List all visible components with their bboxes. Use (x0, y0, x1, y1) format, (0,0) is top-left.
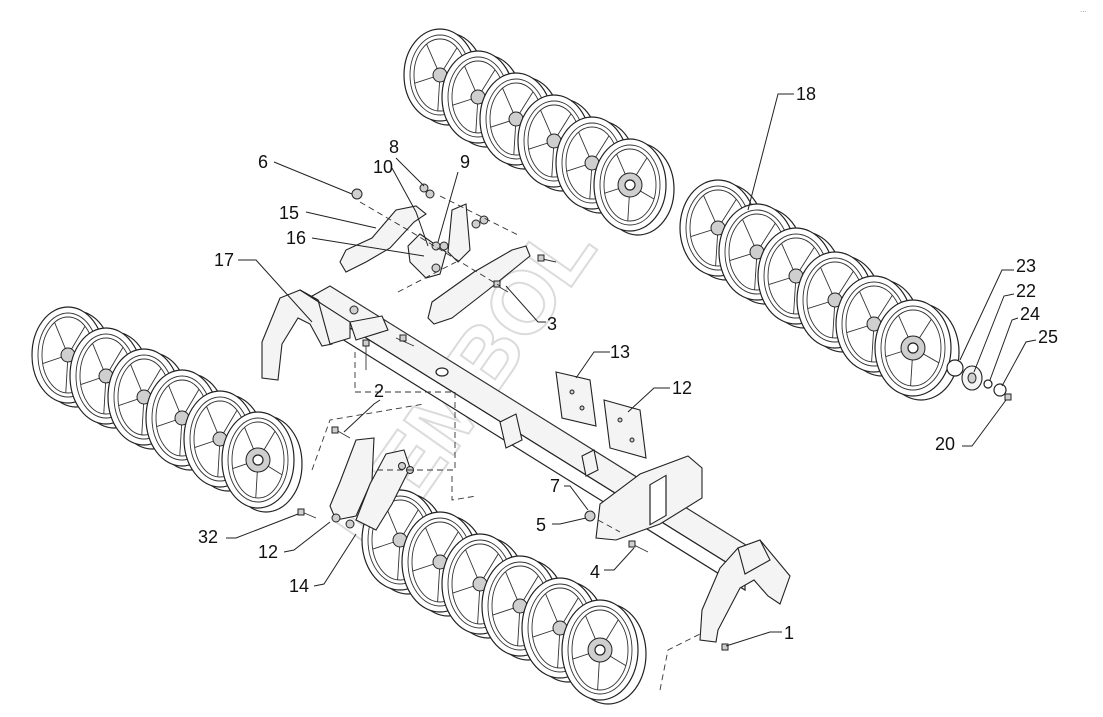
callout-number-6: 6 (258, 152, 268, 172)
callout-number-24: 24 (1020, 304, 1040, 324)
callout-number-8: 8 (389, 137, 399, 157)
callout-number-9: 9 (460, 152, 470, 172)
callout-number-32: 32 (198, 527, 218, 547)
upper-bracket-group (339, 183, 557, 325)
leader-line (973, 293, 1015, 373)
leader-line (273, 161, 353, 195)
assembly-lines (311, 195, 701, 691)
callout-number-25: 25 (1038, 327, 1058, 347)
callout-number-23: 23 (1016, 256, 1036, 276)
roller-assembly-upper (403, 28, 675, 236)
leader-line (305, 211, 377, 229)
leader-line (437, 171, 459, 243)
callout-number-2: 2 (374, 381, 384, 401)
callout-number-12: 12 (258, 542, 278, 562)
fastener-hardware (349, 305, 729, 651)
callout-number-3: 3 (547, 314, 557, 334)
callout-number-14: 14 (289, 576, 309, 596)
callout-labels: 18 8 9 10 6 15 16 17 3 13 2 12 23 22 24 25 20 75 32 12 4 14 1 (198, 84, 1058, 647)
leader-line (226, 513, 299, 539)
callout-number-16: 16 (286, 228, 306, 248)
leader-line (391, 167, 429, 247)
leader-line (313, 533, 357, 587)
callout-number-22: 22 (1016, 281, 1036, 301)
leader-line (564, 485, 589, 511)
leader-line (1001, 339, 1037, 387)
leader-line (989, 317, 1019, 381)
leader-line (959, 269, 1014, 361)
callout-number-20: 20 (935, 434, 955, 454)
leader-line (283, 521, 331, 553)
callout-number-7: 7 (550, 476, 560, 496)
callout-number-15: 15 (279, 203, 299, 223)
roller-assembly-upper-right (679, 179, 960, 401)
callout-number-13: 13 (610, 342, 630, 362)
leader-line (604, 547, 635, 571)
leader-line (343, 399, 381, 433)
leader-line (747, 93, 794, 211)
leader-line (962, 399, 1007, 447)
callout-number-17: 17 (214, 250, 234, 270)
callout-number-12: 12 (672, 378, 692, 398)
leader-line (575, 351, 610, 379)
leader-line (725, 631, 782, 647)
leader-line (505, 285, 546, 323)
leader-line (552, 517, 587, 525)
callout-number-18: 18 (796, 84, 816, 104)
callout-number-5: 5 (536, 515, 546, 535)
roller-assembly-left (31, 306, 303, 513)
callout-number-10: 10 (373, 157, 393, 177)
leader-line (627, 387, 670, 413)
leader-line (395, 157, 425, 187)
callout-number-4: 4 (590, 562, 600, 582)
lower-bracket-group (297, 426, 414, 531)
leader-line (238, 259, 313, 323)
clamp-plates (555, 371, 647, 459)
leader-line (311, 237, 425, 257)
roller-assembly-lower (361, 489, 647, 705)
main-frame (261, 285, 791, 643)
corner-mark: ... (1080, 5, 1087, 14)
hub-end-hardware (946, 359, 1012, 401)
callout-number-1: 1 (784, 623, 794, 643)
